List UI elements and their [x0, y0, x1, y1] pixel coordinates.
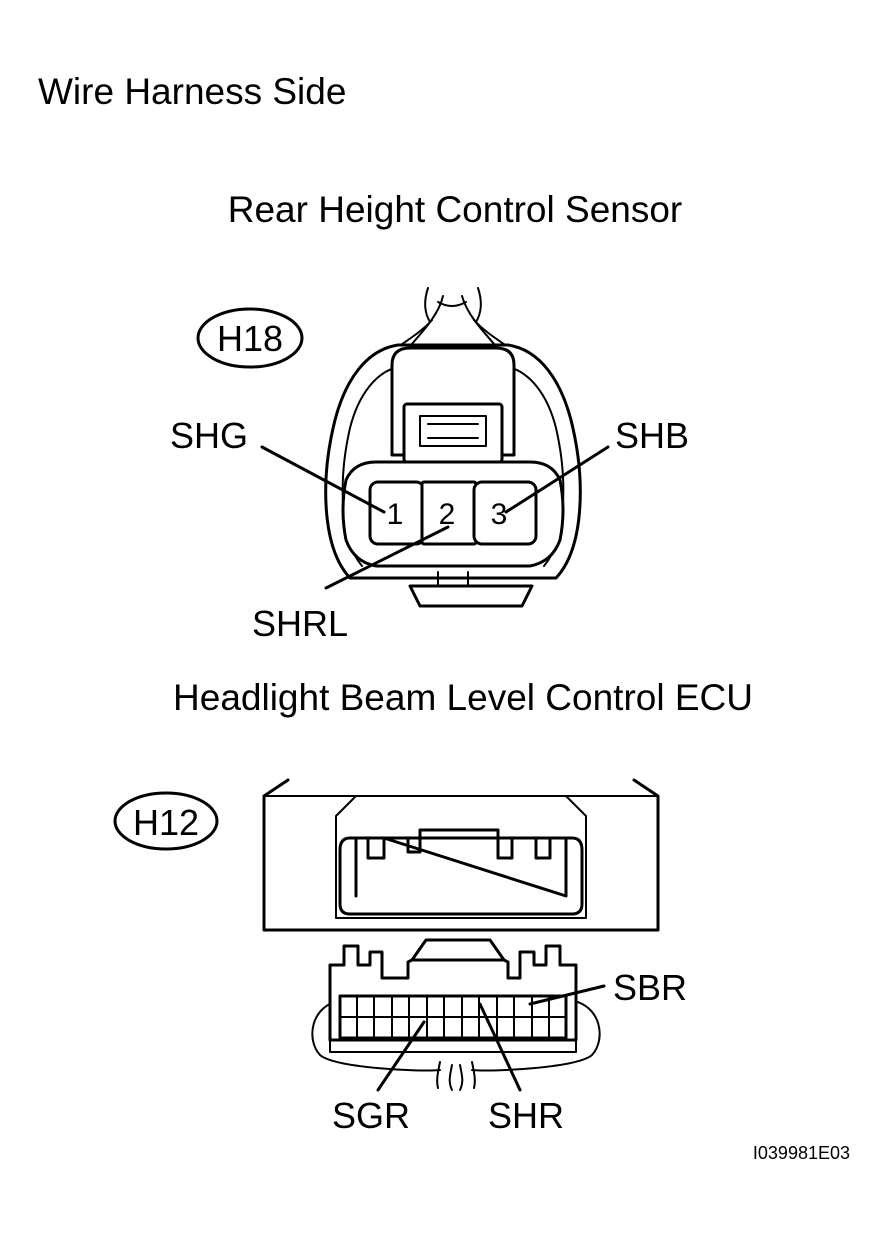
terminal-label-shrl: SHRL [252, 603, 348, 644]
ecu-receptacle [262, 778, 660, 932]
sensor-connector: 1 2 3 [324, 287, 582, 608]
ecu-title: Headlight Beam Level Control ECU [173, 677, 753, 718]
pin-number-3: 3 [491, 498, 508, 531]
sensor-connector-code: H18 [217, 318, 283, 359]
shrl-leader-line [324, 525, 450, 590]
shb-leader-line [504, 445, 610, 514]
terminal-label-shb: SHB [615, 415, 689, 456]
sensor-title: Rear Height Control Sensor [228, 189, 683, 230]
ecu-harness-connector [311, 938, 601, 1091]
terminal-label-sgr: SGR [332, 1095, 410, 1136]
figure-id: I039981E03 [753, 1143, 850, 1163]
ecu-connector-badge: H12 [113, 791, 219, 851]
sbr-leader-line [528, 984, 606, 1006]
view-side-label: Wire Harness Side [38, 71, 346, 112]
terminal-label-shg: SHG [170, 415, 248, 456]
shr-leader-line [478, 1002, 522, 1092]
pin-number-1: 1 [387, 498, 404, 531]
terminal-label-sbr: SBR [613, 967, 687, 1008]
ecu-connector-code: H12 [133, 802, 199, 843]
shg-leader-line [260, 445, 386, 514]
terminal-label-shr: SHR [488, 1095, 564, 1136]
sensor-connector-badge: H18 [196, 307, 304, 369]
pin-number-2: 2 [439, 498, 456, 531]
ecu-pin-grid [339, 995, 567, 1039]
sgr-leader-line [376, 1020, 426, 1092]
